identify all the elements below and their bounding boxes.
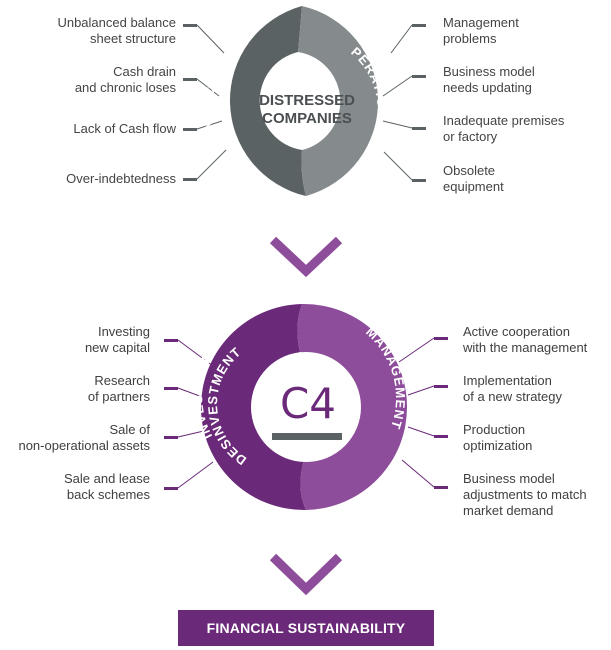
management-item-2-marker — [434, 385, 448, 388]
management-item-3: Production optimization — [463, 422, 533, 453]
finance-item-4: Over-indebtedness — [66, 171, 176, 186]
c4-logo: C4 — [280, 379, 336, 428]
finance-item-1: Unbalanced balance sheet structure — [57, 15, 176, 46]
investment-item-4: Sale and lease back schemes — [63, 471, 150, 502]
management-item-2: Implementation of a new strategy — [463, 373, 562, 404]
financial-sustainability-label: FINANCIAL SUSTAINABILITY — [206, 620, 406, 636]
management-item-4-marker — [434, 486, 448, 489]
management-item-3-marker — [434, 435, 448, 438]
center-title-line2: COMPANIES — [262, 110, 352, 127]
operational-item-2: Business model needs updating — [443, 64, 535, 95]
top-connectors — [196, 24, 413, 181]
svg-text:FINANCE: FINANCE — [200, 74, 222, 146]
finance-item-4-marker — [183, 178, 197, 181]
investment-item-1-marker — [164, 339, 178, 342]
finance-item-3-marker — [183, 128, 197, 131]
operational-item-1-marker — [412, 24, 426, 27]
finance-ring-segment — [229, 6, 306, 196]
operational-item-1: Management problems — [443, 15, 519, 46]
logo-underline — [272, 433, 342, 440]
investment-item-3-marker — [164, 436, 178, 439]
center-title-line1: DISTRESSED — [259, 92, 355, 109]
operational-item-3-marker — [412, 127, 426, 130]
bottom-connectors — [177, 337, 435, 489]
investment-item-2: Research of partners — [87, 373, 150, 404]
finance-item-1-marker — [183, 24, 197, 27]
finance-item-2-marker — [183, 78, 197, 81]
management-item-4: Business model adjustments to match mark… — [463, 471, 587, 518]
operational-item-4-marker — [412, 179, 426, 182]
operational-item-2-marker — [412, 75, 426, 78]
management-item-1: Active cooperation with the management — [463, 324, 588, 355]
chevron-down-icon — [269, 553, 343, 596]
finance-item-3: Lack of Cash flow — [73, 121, 176, 136]
investment-item-3: Sale of non-operational assets — [18, 422, 150, 453]
finance-item-2: Cash drain and chronic loses — [74, 64, 176, 95]
investment-item-4-marker — [164, 487, 178, 490]
investment-item-2-marker — [164, 387, 178, 390]
finance-arc-label: FINANCE — [200, 74, 221, 146]
management-item-1-marker — [434, 337, 448, 340]
chevron-down-icon — [269, 236, 343, 278]
financial-sustainability-banner: FINANCIAL SUSTAINABILITY — [178, 610, 434, 646]
operational-ring-segment — [298, 6, 379, 196]
operational-item-4: Obsolete equipment — [443, 163, 504, 194]
investment-item-1: Investing new capital — [84, 324, 150, 355]
operational-item-3: Inadequate premises or factory — [443, 113, 565, 144]
